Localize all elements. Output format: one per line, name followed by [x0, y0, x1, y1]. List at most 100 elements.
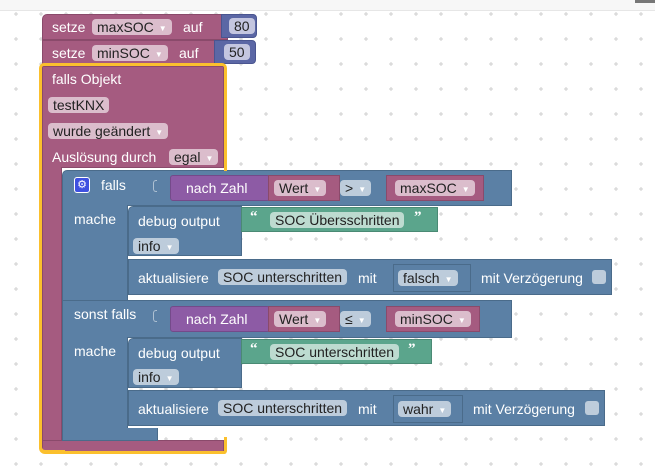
- grid-dot: [564, 187, 568, 191]
- event-dropdown[interactable]: wurde geändert ▼: [48, 123, 169, 139]
- state-id-field[interactable]: SOC unterschritten: [218, 400, 348, 416]
- trigger-block[interactable]: falls Objekt testKNX wurde geändert▼ Aus…: [42, 66, 224, 168]
- grid-dot: [439, 12, 443, 16]
- grid-dot: [589, 137, 593, 141]
- variable-name: Wert: [279, 311, 309, 327]
- grid-dot: [289, 112, 293, 116]
- grid-dot: [264, 12, 268, 16]
- gear-icon[interactable]: ⚙: [74, 177, 90, 193]
- grid-dot: [564, 12, 568, 16]
- to-label: auf: [179, 45, 199, 61]
- text-input[interactable]: SOC Übersschritten: [270, 212, 405, 228]
- get-variable-block[interactable]: Wert▼: [268, 175, 340, 201]
- grid-dot: [514, 62, 518, 66]
- event-value: wurde geändert: [53, 123, 151, 139]
- variable-dropdown[interactable]: Wert ▼: [274, 311, 327, 327]
- grid-dot: [539, 137, 543, 141]
- variable-dropdown[interactable]: maxSOC▼: [92, 19, 172, 35]
- dropdown-arrow-icon: ▼: [313, 316, 322, 325]
- debug-output-block[interactable]: debug output info▼: [128, 338, 242, 388]
- boolean-block[interactable]: wahr▼: [393, 395, 463, 423]
- object-id-field[interactable]: testKNX: [48, 97, 110, 113]
- delay-checkbox[interactable]: [592, 270, 606, 284]
- grid-dot: [14, 62, 18, 66]
- variable-dropdown[interactable]: Wert▼: [274, 180, 327, 196]
- set-maxsoc-block[interactable]: setze maxSOC▼ auf: [42, 14, 228, 40]
- update-label: aktualisiere: [138, 401, 209, 417]
- grid-dot: [364, 162, 368, 166]
- dropdown-arrow-icon: ▼: [155, 128, 164, 137]
- set-minsoc-block[interactable]: setze minSOC▼ auf: [42, 40, 218, 66]
- grid-dot: [14, 362, 18, 366]
- level-dropdown[interactable]: info▼: [133, 369, 179, 385]
- grid-dot: [614, 337, 618, 341]
- state-id-field[interactable]: SOC unterschritten: [218, 269, 348, 285]
- grid-dot: [239, 112, 243, 116]
- grid-dot: [464, 237, 468, 241]
- grid-dot: [64, 462, 68, 466]
- variable-name: minSOC: [400, 311, 453, 327]
- grid-dot: [639, 137, 643, 141]
- update-state-block[interactable]: aktualisiere SOC unterschritten mit wahr…: [128, 390, 605, 426]
- variable-dropdown[interactable]: minSOC▼: [92, 45, 168, 61]
- number-80-block[interactable]: 80: [221, 14, 257, 38]
- grid-dot: [514, 162, 518, 166]
- if-block-bottom: [62, 428, 158, 441]
- grid-dot: [339, 87, 343, 91]
- to-number-block[interactable]: nach Zahl: [170, 306, 270, 332]
- boolean-dropdown[interactable]: falsch▼: [398, 270, 458, 286]
- get-maxsoc-block[interactable]: maxSOC▼: [386, 175, 484, 201]
- grid-dot: [589, 462, 593, 466]
- grid-dot: [614, 62, 618, 66]
- grid-dot: [439, 237, 443, 241]
- variable-dropdown[interactable]: maxSOC▼: [395, 180, 475, 196]
- set-keyword: setze: [52, 19, 86, 35]
- grid-dot: [639, 37, 643, 41]
- grid-dot: [489, 37, 493, 41]
- grid-dot: [589, 12, 593, 16]
- grid-dot: [489, 112, 493, 116]
- grid-dot: [389, 112, 393, 116]
- grid-dot: [414, 37, 418, 41]
- grid-dot: [14, 212, 18, 216]
- grid-dot: [639, 12, 643, 16]
- to-number-label: nach Zahl: [186, 311, 248, 327]
- grid-dot: [14, 237, 18, 241]
- delay-checkbox[interactable]: [585, 401, 599, 415]
- grid-dot: [339, 137, 343, 141]
- grid-dot: [414, 237, 418, 241]
- get-variable-block[interactable]: Wert ▼: [268, 306, 340, 332]
- text-block[interactable]: “ SOC Übersschritten ”: [241, 207, 438, 232]
- number-50-block[interactable]: 50: [214, 40, 256, 64]
- grid-dot: [14, 87, 18, 91]
- text-input[interactable]: SOC unterschritten: [270, 344, 400, 360]
- dropdown-arrow-icon: ▼: [154, 50, 163, 59]
- grid-dot: [14, 287, 18, 291]
- update-state-block[interactable]: aktualisiere SOC unterschritten mit fals…: [128, 259, 612, 295]
- to-number-label: nach Zahl: [186, 180, 248, 196]
- boolean-dropdown[interactable]: wahr▼: [398, 401, 452, 417]
- grid-dot: [489, 437, 493, 441]
- grid-dot: [639, 387, 643, 391]
- number-input[interactable]: 50: [224, 44, 250, 60]
- trigger-title: falls Objekt: [52, 71, 122, 87]
- grid-dot: [639, 237, 643, 241]
- cause-dropdown[interactable]: egal▼: [169, 149, 219, 165]
- text-block[interactable]: “ SOC unterschritten ”: [241, 339, 432, 364]
- debug-output-block[interactable]: debug output info▼: [128, 206, 242, 256]
- boolean-block[interactable]: falsch▼: [393, 264, 471, 292]
- to-number-block[interactable]: nach Zahl: [170, 175, 270, 201]
- operator-dropdown[interactable]: >▼: [340, 180, 372, 196]
- boolean-value: falsch: [403, 270, 440, 286]
- if-block-body-2: mache: [62, 337, 128, 441]
- level-dropdown[interactable]: info▼: [133, 238, 179, 254]
- get-minsoc-block[interactable]: minSOC▼: [386, 306, 480, 332]
- grid-dot: [639, 287, 643, 291]
- scrollbar[interactable]: [635, 0, 655, 3]
- variable-dropdown[interactable]: minSOC▼: [395, 311, 471, 327]
- operator-dropdown[interactable]: ≤▼: [340, 311, 371, 327]
- grid-dot: [589, 87, 593, 91]
- grid-dot: [339, 37, 343, 41]
- grid-dot: [14, 337, 18, 341]
- number-input[interactable]: 80: [229, 18, 255, 34]
